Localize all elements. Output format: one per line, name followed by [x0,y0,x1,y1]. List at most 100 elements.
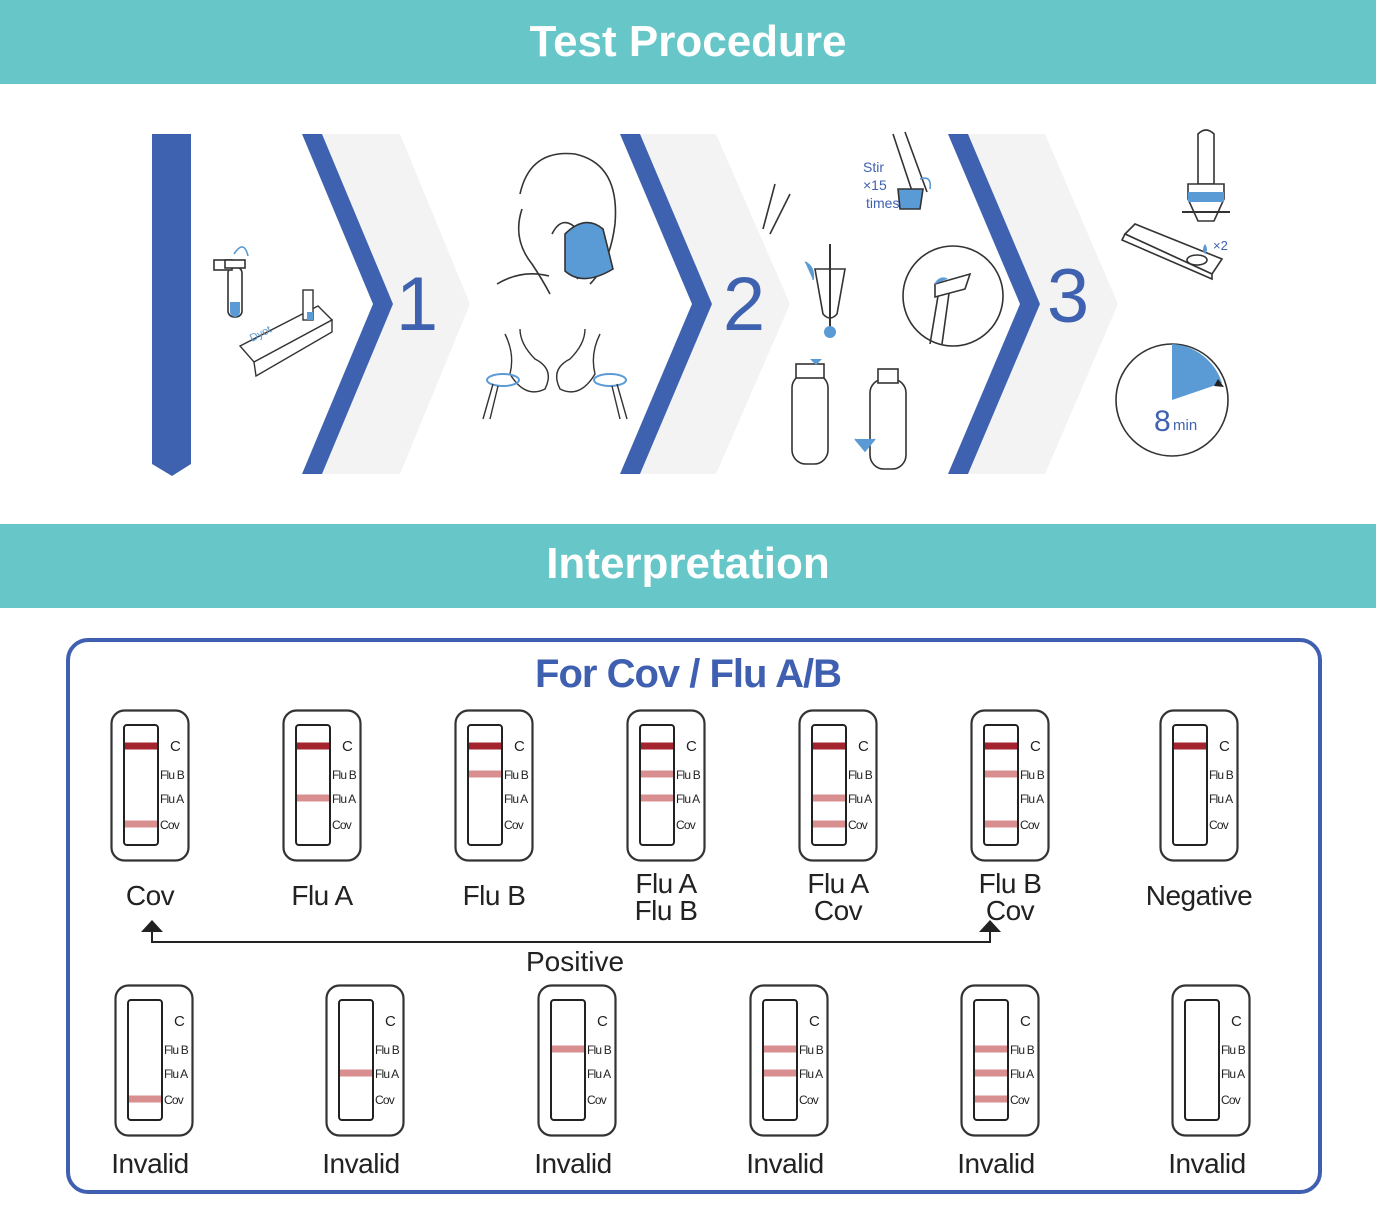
result-label-line: Flu A [807,868,869,899]
zone-label-flub: Flu B [332,768,357,782]
line-cov [975,1095,1007,1103]
result-label-line: Invalid [957,1148,1035,1179]
result-label-line: Cov [125,880,175,911]
result-window [550,999,586,1121]
result-window [123,724,159,846]
zone-label-flub: Flu B [164,1043,189,1057]
zone-label-cov: Cov [1020,818,1040,832]
result-window [1184,999,1220,1121]
result-label-line: Cov [985,895,1035,926]
line-flub [985,770,1017,778]
zone-label-flua: Flu A [799,1067,823,1081]
line-flub [552,1045,584,1053]
zone-label-cov: Cov [676,818,696,832]
line-flub [764,1045,796,1053]
zone-label-c: C [858,738,869,755]
zone-label-c: C [174,1013,185,1030]
zone-label-c: C [170,738,181,755]
row2-result-label-2: Invalid [281,1148,441,1179]
positive-bracket-line [151,930,991,943]
stir-word-label: times [866,195,899,211]
result-label-line: Invalid [322,1148,400,1179]
zone-label-cov: Cov [1221,1093,1241,1107]
chevron-2 [620,134,712,474]
zone-label-flua: Flu A [332,792,356,806]
result-window [973,999,1009,1121]
zone-label-flua: Flu A [504,792,528,806]
line-flub [641,770,673,778]
positive-arrowhead-left [141,920,163,932]
result-window [811,724,847,846]
line-c [1174,742,1206,750]
result-window [762,999,798,1121]
line-cov [813,820,845,828]
stir-times-label: ×15 [863,177,887,193]
positive-arrowhead-right [979,920,1001,932]
dropper-illustration [1182,129,1230,222]
row1-result-label-7: Negative [1119,880,1279,911]
chevron-1 [302,134,393,474]
step-number-3: 3 [1047,254,1089,339]
zone-label-flub: Flu B [504,768,529,782]
result-label-line: Invalid [1168,1148,1246,1179]
zone-label-flub: Flu B [1209,768,1234,782]
result-window [338,999,374,1121]
result-window [467,724,503,846]
zone-label-flub: Flu B [1221,1043,1246,1057]
zone-label-flua: Flu A [1010,1067,1034,1081]
result-window [639,724,675,846]
result-label-line: Flu A [291,880,353,911]
zone-label-flua: Flu A [160,792,184,806]
line-c [469,742,501,750]
row2-result-label-5: Invalid [916,1148,1076,1179]
zone-label-c: C [385,1013,396,1030]
zone-label-flua: Flu A [1209,792,1233,806]
line-cov [125,820,157,828]
zone-label-flua: Flu A [1020,792,1044,806]
result-window [983,724,1019,846]
squeeze-swab-illustration [902,245,1004,347]
zone-label-flua: Flu A [676,792,700,806]
interpretation-title: For Cov / Flu A/B [535,652,842,696]
test-procedure-banner: Test Procedure [0,0,1376,84]
line-flua [297,794,329,802]
interpretation-banner: Interpretation [0,524,1376,608]
zone-label-flub: Flu B [799,1043,824,1057]
zone-label-flub: Flu B [848,768,873,782]
result-window [127,999,163,1121]
result-label-line: Cov [813,895,863,926]
timer-value: 8 [1154,405,1171,438]
result-label-line: Invalid [534,1148,612,1179]
row1-result-label-3: Flu B [414,880,574,911]
zone-label-flua: Flu A [848,792,872,806]
line-flua [975,1069,1007,1077]
zone-label-c: C [514,738,525,755]
zone-label-flub: Flu B [587,1043,612,1057]
procedure-diagram: 1 2 3 Dyot [152,129,1230,476]
zone-label-c: C [809,1013,820,1030]
line-c [641,742,673,750]
zone-label-cov: Cov [332,818,352,832]
zone-label-c: C [597,1013,608,1030]
line-cov [129,1095,161,1103]
drops-label: ×2 [1213,238,1228,253]
line-flua [641,794,673,802]
line-c [297,742,329,750]
result-label-line: Flu B [462,880,526,911]
chevron-3 [948,134,1040,474]
result-label-line: Negative [1145,880,1253,911]
timer-illustration [1115,343,1229,457]
row2-result-label-4: Invalid [705,1150,865,1178]
zone-label-c: C [1020,1013,1031,1030]
